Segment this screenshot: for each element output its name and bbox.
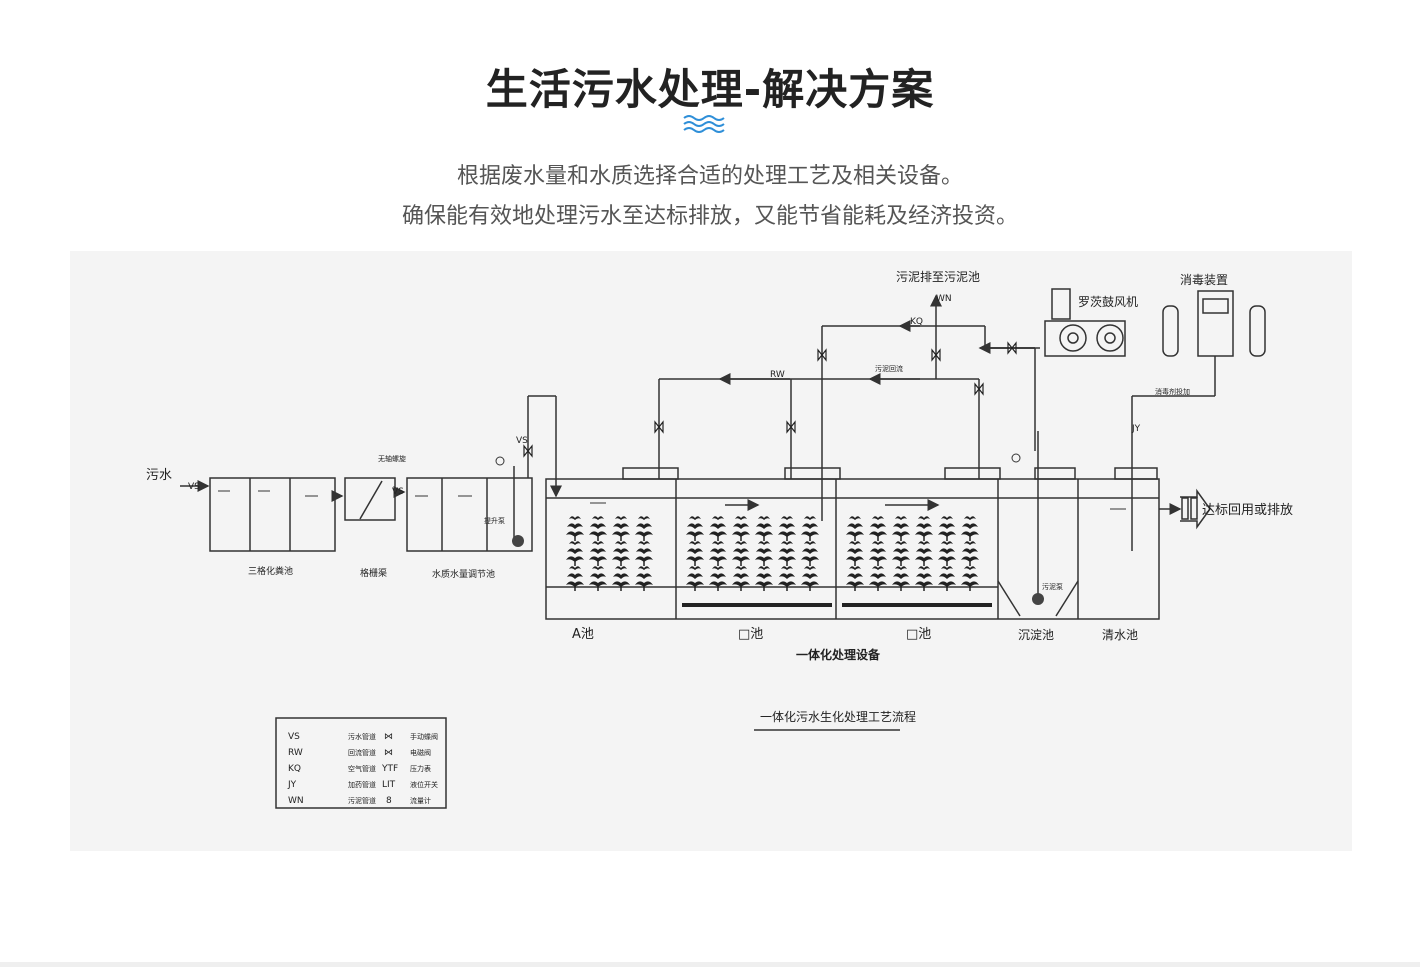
legend-desc: 空气管道 xyxy=(348,764,376,773)
subtitle-line-1: 根据废水量和水质选择合适的处理工艺及相关设备。 xyxy=(456,164,963,189)
disinfect-dosing-label: 消毒剂投加 xyxy=(1155,387,1190,396)
legend-symbol: 8 xyxy=(386,796,392,806)
footer-divider xyxy=(0,962,1420,967)
legend-symbol: ⋈ xyxy=(384,748,393,758)
sludge-pump-label: 污泥泵 xyxy=(1042,583,1063,591)
vs-code-grid: VS xyxy=(392,487,404,497)
legend: VS RW KQ JY WN 污水管道 回流管道 空气管道 加药管道 污泥管道 … xyxy=(275,717,447,809)
subtitle-line-2: 确保能有效地处理污水至达标排放，又能节省能耗及经济投资。 xyxy=(401,204,1018,229)
unit-o-tank2-label: □池 xyxy=(906,627,931,642)
inflow-label: 污水 xyxy=(146,468,172,483)
unit-grid-label: 格栅渠 xyxy=(360,567,387,579)
sludge-return-label: 污泥回流 xyxy=(875,364,903,373)
legend-desc: 污泥管道 xyxy=(348,796,376,805)
blower-label: 罗茨鼓风机 xyxy=(1078,295,1138,309)
grid-equipment-label: 无轴螺旋 xyxy=(378,454,406,463)
unit-clear-label: 清水池 xyxy=(1102,628,1138,642)
vs-code-inflow: VS xyxy=(188,482,200,492)
unit-adjust-label: 水质水量调节池 xyxy=(432,568,495,580)
grid-channel xyxy=(344,477,396,521)
unit-septic-label: 三格化粪池 xyxy=(248,565,293,577)
legend-code: WN xyxy=(288,796,304,806)
integrated-equipment xyxy=(545,478,1160,620)
legend-symbol-desc: 流量计 xyxy=(410,796,431,805)
disinfection-device-icon xyxy=(1162,290,1266,357)
page-title: 生活污水处理-解决方案 xyxy=(485,65,935,114)
adjust-tank xyxy=(406,477,533,552)
legend-symbol-desc: 电磁阀 xyxy=(410,748,431,757)
kq-code: KQ xyxy=(910,317,923,327)
process-diagram: 污水 VS VS VS 无轴螺旋 提升泵 污泥泵 RW 污泥回流 KQ WN J… xyxy=(70,251,1352,851)
wn-code: WN xyxy=(936,294,952,304)
diagram-caption: 一体化污水生化处理工艺流程 xyxy=(760,709,916,724)
unit-settle-label: 沉淀池 xyxy=(1018,628,1054,642)
blower-icon xyxy=(1044,288,1126,357)
equipment-label: 一体化处理设备 xyxy=(796,647,881,662)
sludge-pump-icon xyxy=(1032,593,1044,605)
legend-symbol: YTF xyxy=(381,764,398,774)
jy-code: JY xyxy=(1131,424,1141,434)
wave-icon xyxy=(683,115,725,133)
legend-code: JY xyxy=(287,780,297,790)
disinfect-label: 消毒装置 xyxy=(1180,273,1228,287)
lift-pump-icon xyxy=(512,535,524,547)
unit-a-tank-label: A池 xyxy=(572,627,594,642)
legend-code: KQ xyxy=(288,764,301,774)
unit-o-tank1-label: □池 xyxy=(738,627,763,642)
vs-code-lift: VS xyxy=(516,436,528,446)
septic-tank xyxy=(209,477,336,552)
outflow-label: 达标回用或排放 xyxy=(1202,503,1293,518)
legend-symbol: ⋈ xyxy=(384,732,393,742)
lift-pump-label: 提升泵 xyxy=(484,516,505,525)
legend-desc: 污水管道 xyxy=(348,732,376,741)
legend-symbol-desc: 手动蝶阀 xyxy=(410,732,438,741)
sludge-out-label: 污泥排至污泥池 xyxy=(896,270,980,284)
legend-symbol: LIT xyxy=(382,780,396,790)
process-flow-svg: 污水 VS VS VS 无轴螺旋 提升泵 污泥泵 RW 污泥回流 KQ WN J… xyxy=(70,251,1352,851)
legend-desc: 加药管道 xyxy=(348,780,376,789)
legend-symbol-desc: 液位开关 xyxy=(410,780,438,789)
legend-desc: 回流管道 xyxy=(348,748,376,757)
legend-symbol-desc: 压力表 xyxy=(410,764,431,773)
legend-code: RW xyxy=(288,748,303,758)
legend-code: VS xyxy=(288,732,300,742)
rw-code: RW xyxy=(770,370,785,380)
